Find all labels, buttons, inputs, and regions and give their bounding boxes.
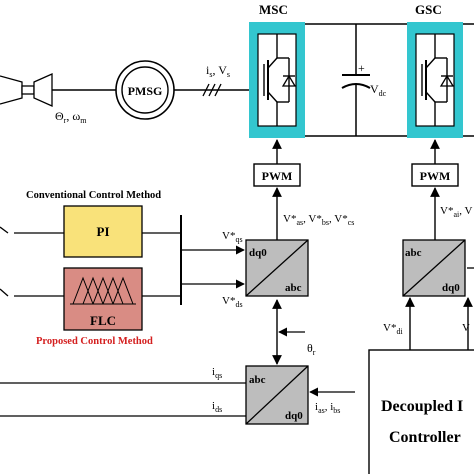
dq0-to-abc-transform-msc bbox=[245, 239, 309, 297]
transform-msc-bottom-label: abc bbox=[285, 282, 302, 294]
iqs-label: iqs bbox=[212, 366, 222, 380]
flc-label: FLC bbox=[90, 313, 116, 328]
ias-ibs-label: ias, ibs bbox=[315, 401, 340, 415]
transform-gsc-top-label: abc bbox=[405, 247, 422, 259]
pwm-label-msc: PWM bbox=[262, 169, 293, 183]
pmsg-generator bbox=[115, 60, 175, 120]
fuzzy-membership-icon bbox=[70, 276, 136, 305]
decoupled-controller-box bbox=[368, 349, 474, 474]
controller-line1: Decoupled I bbox=[381, 398, 463, 415]
conventional-method-label: Conventional Control Method bbox=[26, 190, 161, 201]
proposed-method-label: Proposed Control Method bbox=[36, 336, 153, 347]
selector-switch-top bbox=[0, 226, 64, 234]
feedback-bottom-label: dq0 bbox=[285, 410, 303, 422]
vai-label: V*ai, V bbox=[440, 205, 473, 219]
vds-label: V*ds bbox=[222, 295, 243, 309]
theta-r-label: θr bbox=[307, 341, 316, 357]
dc-plus-sign: + bbox=[358, 61, 365, 75]
pmsg-label: PMSG bbox=[128, 84, 163, 98]
wind-turbine-icon bbox=[0, 72, 53, 108]
stator-signals-label: is, Vs bbox=[206, 63, 230, 79]
vabc-label: V*as, V*bs, V*cs bbox=[283, 213, 354, 227]
msc-converter bbox=[249, 22, 305, 138]
pi-label: PI bbox=[97, 224, 110, 239]
gsc-converter bbox=[407, 22, 463, 138]
v-right-label: V bbox=[462, 322, 470, 334]
abc-to-dq0-transform-gsc bbox=[402, 239, 466, 297]
ids-label: ids bbox=[212, 400, 222, 414]
vdi-label: V*di bbox=[383, 322, 403, 336]
three-phase-marker bbox=[202, 83, 222, 97]
abc-to-dq0-transform bbox=[245, 365, 309, 425]
vqs-label: V*qs bbox=[222, 230, 243, 244]
dc-voltage-label: Vdc bbox=[370, 82, 387, 98]
msc-label: MSC bbox=[259, 2, 288, 17]
controller-line2: Controller bbox=[389, 429, 461, 446]
pwm-label-gsc: PWM bbox=[420, 169, 451, 183]
transform-msc-top-label: dq0 bbox=[249, 247, 267, 259]
rotor-signals-label: Θr, ωm bbox=[55, 109, 87, 125]
gsc-label: GSC bbox=[415, 2, 442, 17]
transform-gsc-bottom-label: dq0 bbox=[442, 282, 460, 294]
pi-block bbox=[63, 205, 143, 258]
selector-switch-bottom bbox=[0, 288, 64, 297]
feedback-top-label: abc bbox=[249, 374, 266, 386]
